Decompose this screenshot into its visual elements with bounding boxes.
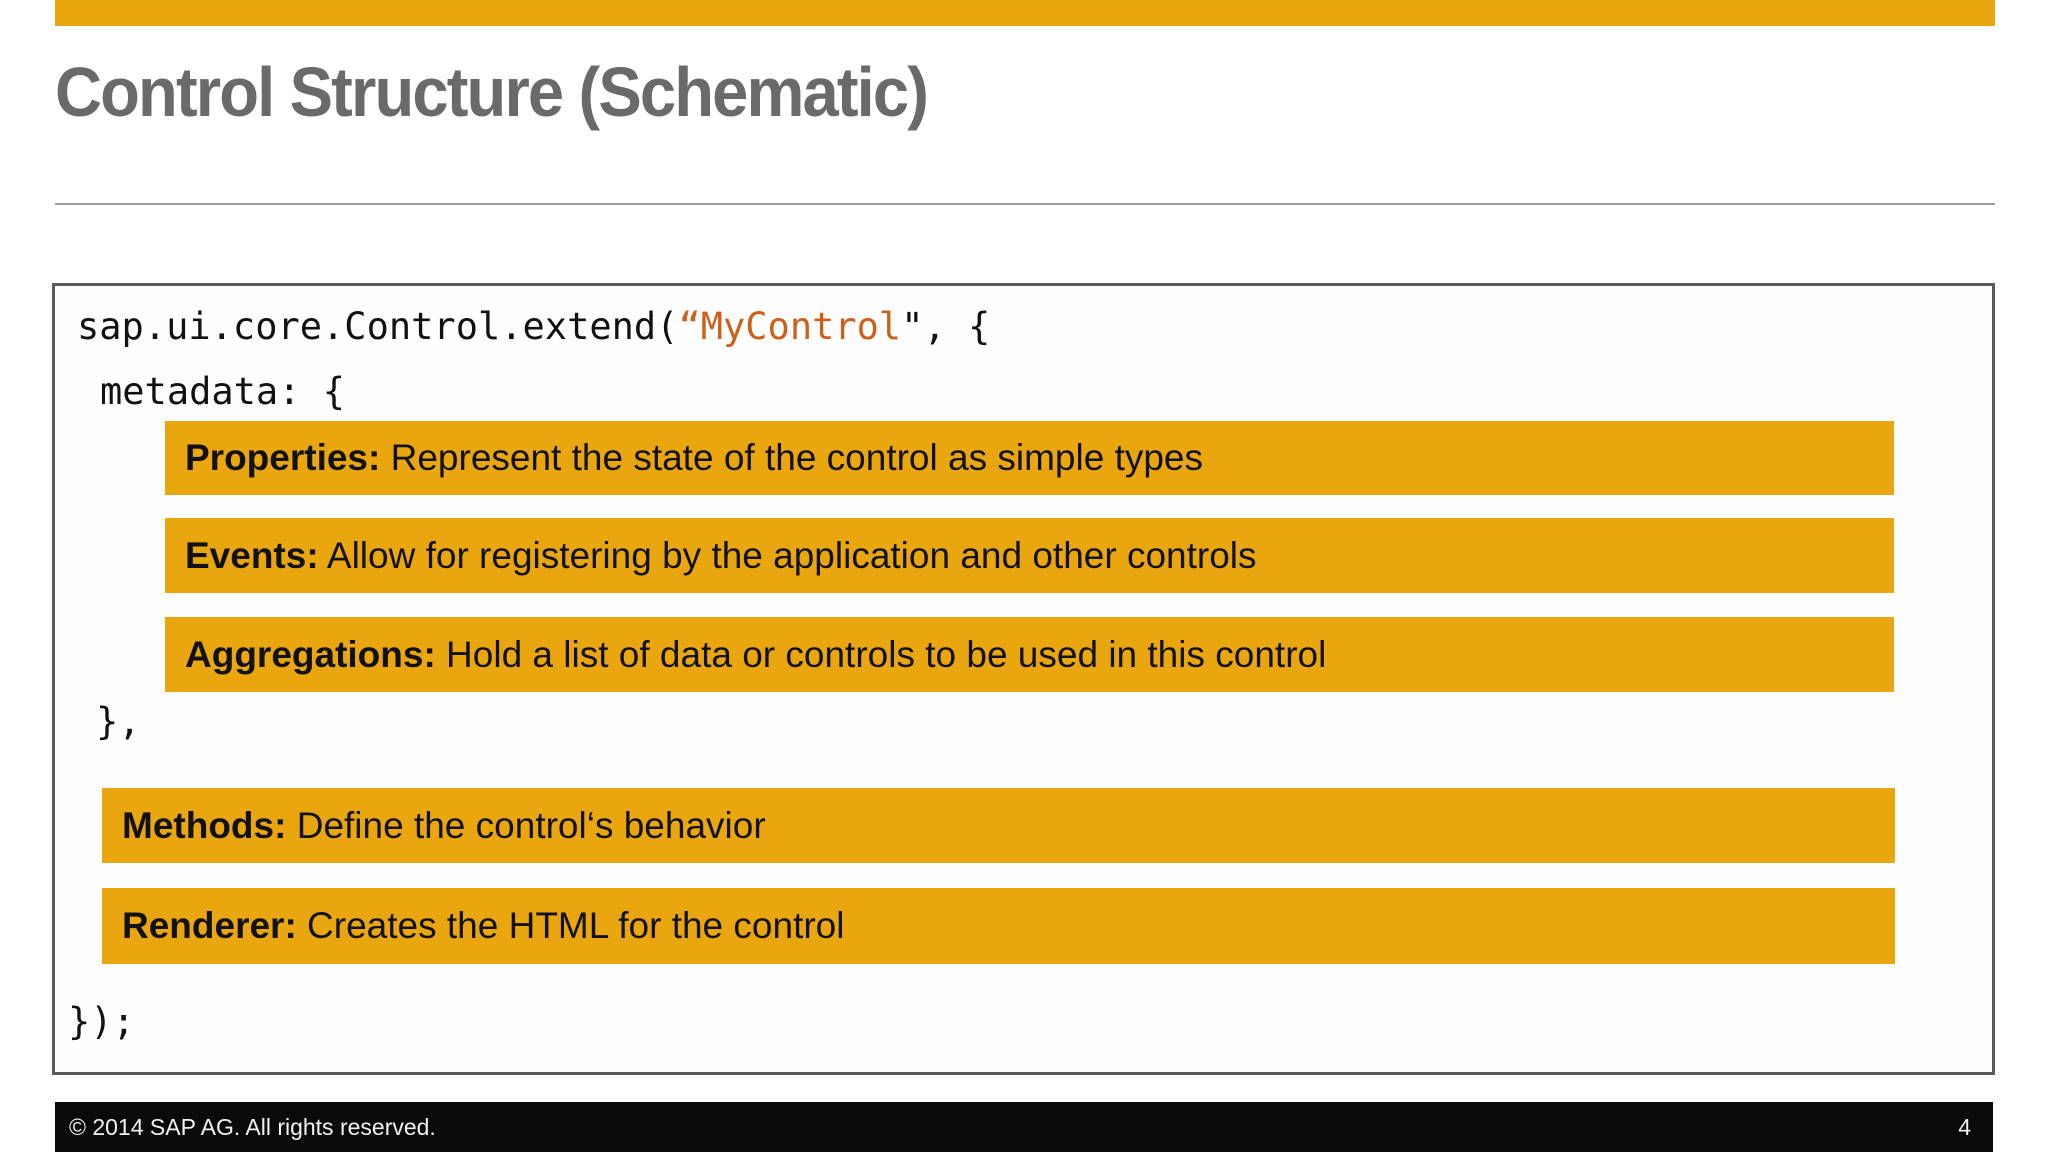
highlight-bar-methods: Methods: Define the control‘s behavior [102, 788, 1895, 863]
code-close-extend: }); [68, 1000, 135, 1043]
footer-bar: © 2014 SAP AG. All rights reserved. 4 [55, 1102, 1993, 1152]
bar-events-label: Events: [185, 534, 319, 576]
footer-copyright: © 2014 SAP AG. All rights reserved. [69, 1113, 436, 1140]
bar-renderer-label: Renderer: [122, 905, 297, 946]
bar-aggregations-text: Hold a list of data or controls to be us… [435, 633, 1327, 675]
bar-methods-text: Define the control‘s behavior [286, 804, 766, 846]
bar-aggregations-label: Aggregations: [185, 633, 436, 675]
code-close-metadata: }, [96, 700, 141, 743]
code-line-metadata: metadata: { [100, 370, 346, 413]
page-title: Control Structure (Schematic) [55, 53, 929, 131]
code-extend-suffix: ", { [901, 305, 991, 348]
highlight-bar-aggregations: Aggregations: Hold a list of data or con… [165, 617, 1894, 692]
highlight-bar-renderer: Renderer: Creates the HTML for the contr… [102, 888, 1895, 964]
bar-renderer-text: Creates the HTML for the control [296, 905, 845, 946]
code-string-mycontrol: “MyControl [678, 305, 902, 348]
bar-events-text: Allow for registering by the application… [318, 534, 1257, 576]
bar-properties-text: Represent the state of the control as si… [380, 437, 1203, 478]
bar-methods-label: Methods: [122, 804, 287, 846]
code-extend-prefix: sap.ui.core.Control.extend( [77, 305, 679, 348]
title-divider [55, 203, 1995, 205]
footer-page-number: 4 [1958, 1113, 1971, 1140]
code-line-extend: sap.ui.core.Control.extend(“MyControl", … [77, 305, 990, 348]
accent-top-bar [55, 0, 1995, 26]
bar-properties-label: Properties: [185, 437, 381, 478]
highlight-bar-properties: Properties: Represent the state of the c… [165, 421, 1894, 495]
highlight-bar-events: Events: Allow for registering by the app… [165, 518, 1894, 593]
